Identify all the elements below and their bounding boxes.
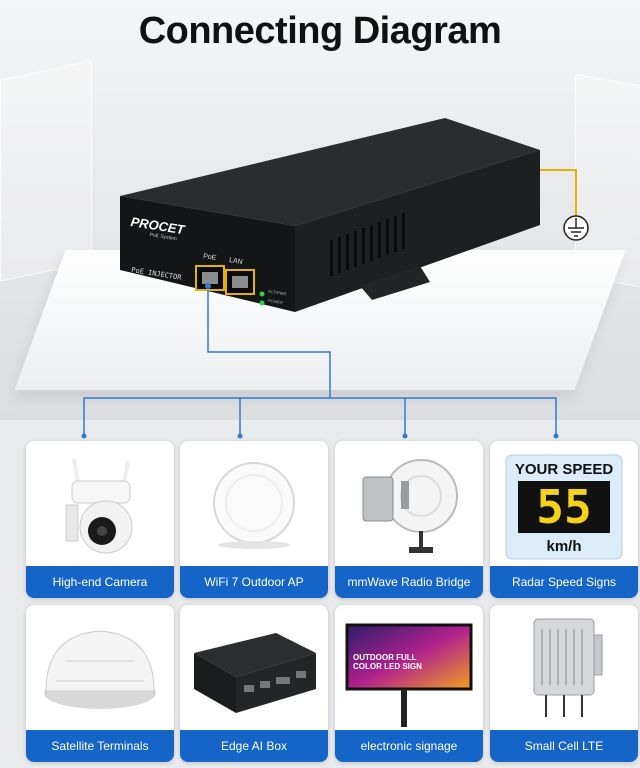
speed-sign-unit: km/h: [546, 538, 582, 555]
speed-sign-heading: YOUR SPEED: [514, 461, 614, 478]
camera-icon: [65, 458, 133, 554]
mount-bracket: [360, 266, 430, 300]
device-top: [120, 118, 540, 226]
signage-screen-text: OUTDOOR FULL COLOR LED SIGN: [353, 653, 422, 671]
device-card-camera[interactable]: High-end Camera: [26, 441, 174, 598]
device-card-label: Edge AI Box: [180, 730, 328, 762]
product-scene: PROCET PoE System PoE INJECTOR PoE LAN A…: [0, 0, 640, 420]
speed-sign-icon: [505, 454, 623, 560]
device-card-edge-box[interactable]: Edge AI Box: [180, 605, 328, 762]
device-card-label: Radar Speed Signs: [490, 566, 638, 598]
radio-bridge-icon: [362, 459, 458, 553]
edge-box-icon: [194, 633, 316, 713]
device-card-label: WiFi 7 Outdoor AP: [180, 566, 328, 598]
satellite-terminal-icon: [44, 630, 156, 709]
page-title: Connecting Diagram: [138, 10, 502, 52]
small-cell-icon: [533, 618, 603, 717]
device-card-speed-sign[interactable]: YOUR SPEED 55 km/h Radar Speed Signs: [490, 441, 638, 598]
ground-wire: [540, 169, 577, 222]
device-side: [295, 150, 540, 312]
device-card-label: Small Cell LTE: [490, 730, 638, 762]
device-card-label: electronic signage: [335, 730, 483, 762]
connection-lines: [81, 290, 559, 439]
side-vents: [330, 213, 405, 276]
device-card-label: High-end Camera: [26, 566, 174, 598]
device-card-label: Satellite Terminals: [26, 730, 174, 762]
poe-injector: [120, 118, 589, 312]
speed-sign-value: 55: [536, 480, 592, 534]
device-card-access-point[interactable]: WiFi 7 Outdoor AP: [180, 441, 328, 598]
power-led: [259, 300, 265, 306]
device-card-signage[interactable]: OUTDOOR FULL COLOR LED SIGN electronic s…: [335, 605, 483, 762]
device-card-radio-bridge[interactable]: mmWave Radio Bridge: [335, 441, 483, 598]
device-card-satellite[interactable]: Satellite Terminals: [26, 605, 174, 762]
device-card-small-cell[interactable]: Small Cell LTE: [490, 605, 638, 762]
access-point-icon: [213, 462, 295, 549]
device-card-label: mmWave Radio Bridge: [335, 566, 483, 598]
signage-icon: [345, 623, 473, 727]
active-led: [259, 291, 265, 297]
